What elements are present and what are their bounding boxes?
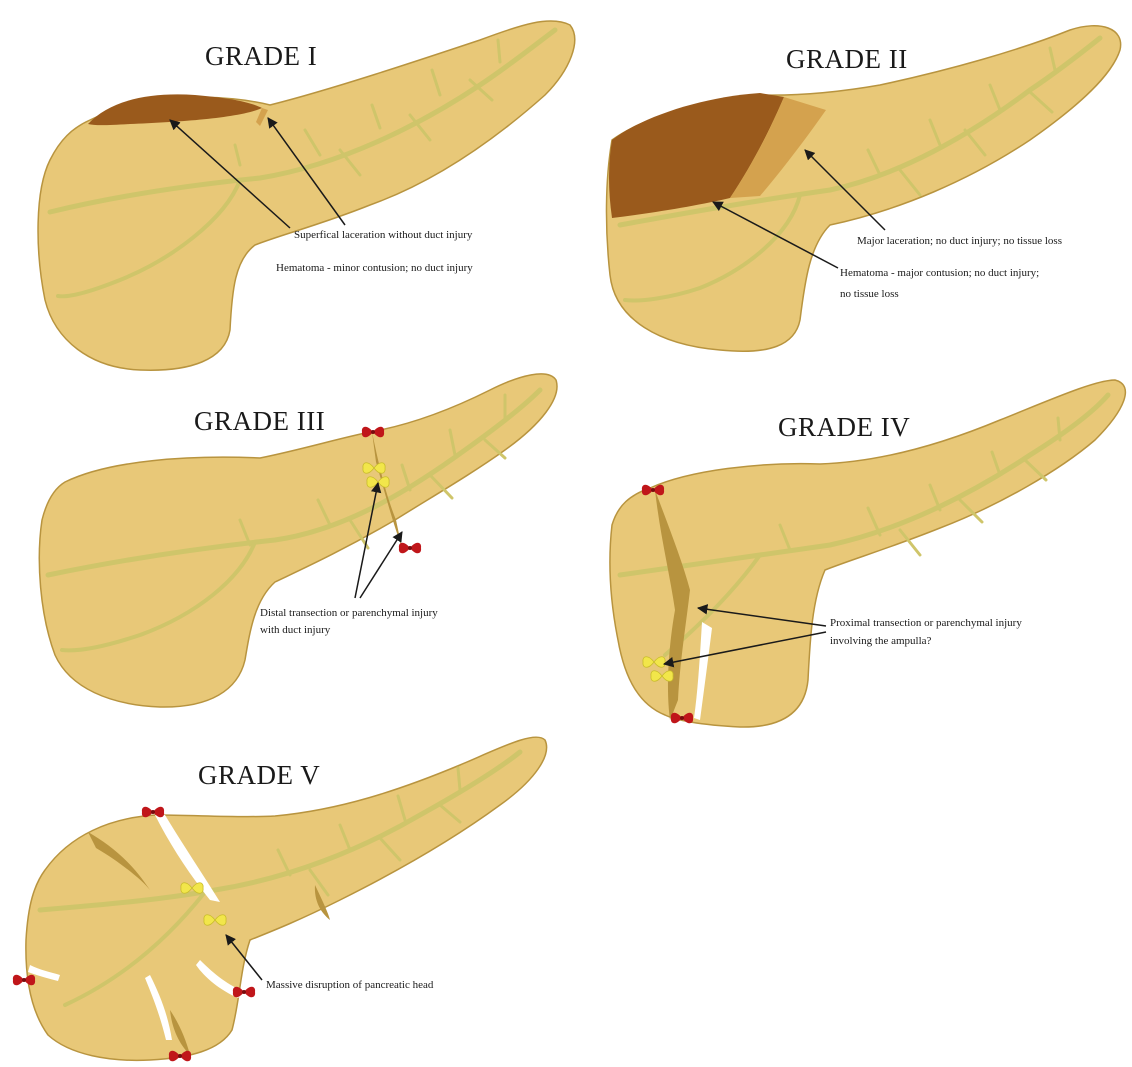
red-clip [13, 975, 35, 986]
annotation-laceration: Major laceration; no duct injury; no tis… [857, 235, 1062, 247]
grade-title: GRADE IV [778, 412, 910, 442]
panel-grade-3: GRADE III Distal transection or parenchy… [39, 374, 557, 707]
annotation-laceration: Superfical laceration without duct injur… [294, 229, 473, 241]
grade-title: GRADE III [194, 406, 325, 436]
annotation-transection: Distal transection or parenchymal injury [260, 607, 438, 619]
grade-title: GRADE II [786, 44, 908, 74]
grade-title: GRADE V [198, 760, 320, 790]
annotation-transection-line-2: with duct injury [260, 624, 331, 636]
panel-grade-4: GRADE IV Proximal transection or parench… [610, 380, 1125, 727]
panel-grade-5: GRADE V Massive disruption of pancreatic… [13, 737, 547, 1061]
red-clip [233, 987, 255, 998]
annotation-hematoma-line-2: no tissue loss [840, 288, 899, 300]
annotation-transection-line-2: involving the ampulla? [830, 635, 932, 647]
panel-grade-1: GRADE I Superfical laceration without du… [38, 21, 575, 370]
panel-grade-2: GRADE II Major laceration; no duct injur… [606, 26, 1120, 352]
red-clip [399, 543, 421, 554]
annotation-hematoma: Hematoma - major contusion; no duct inju… [840, 267, 1039, 279]
annotation-hematoma: Hematoma - minor contusion; no duct inju… [276, 262, 473, 274]
annotation-disruption: Massive disruption of pancreatic head [266, 979, 434, 991]
grade-title: GRADE I [205, 41, 317, 71]
annotation-transection: Proximal transection or parenchymal inju… [830, 617, 1022, 629]
